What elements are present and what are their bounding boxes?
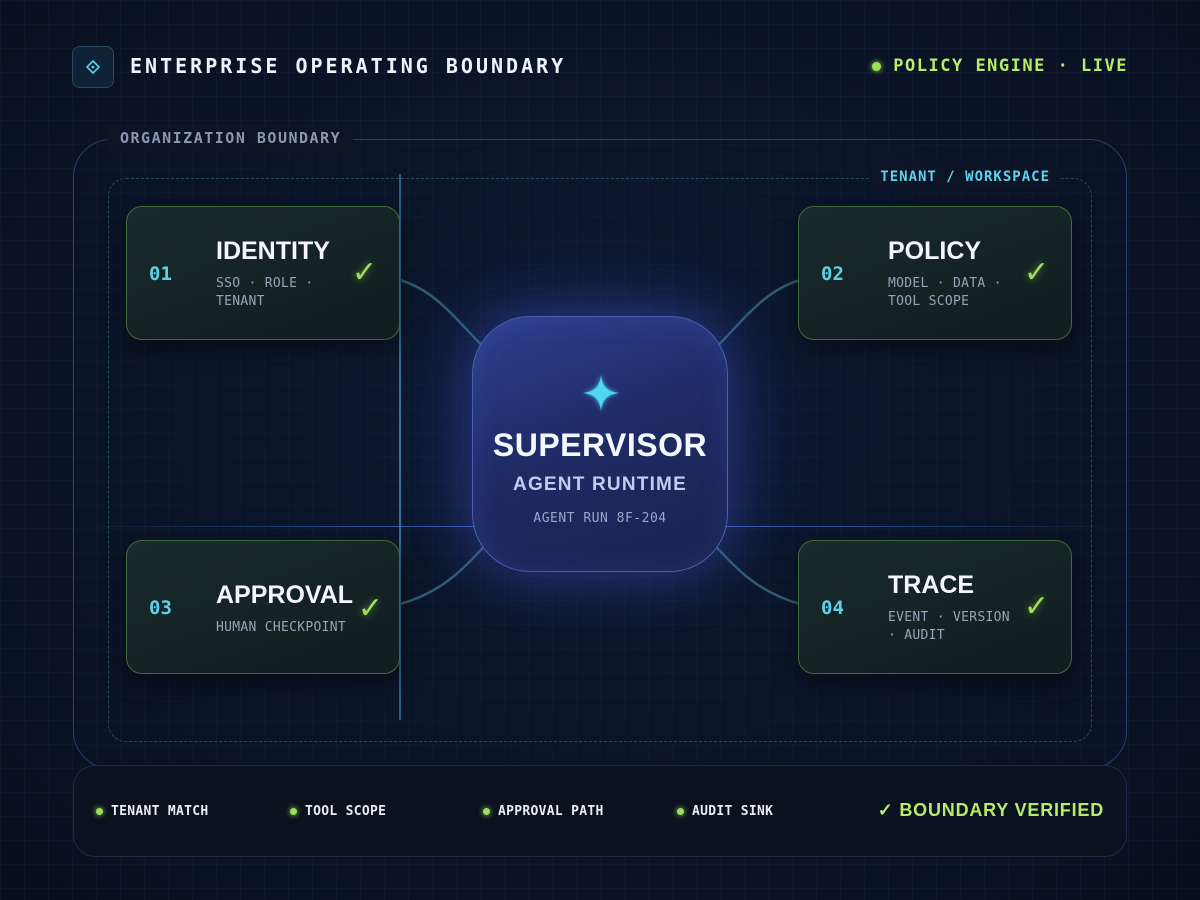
card-subtitle: SSO · ROLE · TENANT [216,276,314,309]
tenant-boundary [108,178,1092,742]
footer-item-label: TOOL SCOPE [305,804,387,819]
status-dot-icon [290,808,297,815]
sparkle-icon [583,375,619,411]
card-subtitle: HUMAN CHECKPOINT [216,620,347,635]
check-icon: ✓ [357,591,383,626]
check-icon: ✓ [351,255,377,290]
card-policy[interactable]: 02 POLICY MODEL · DATA · TOOL SCOPE ✓ [798,206,1072,340]
supervisor-title: SUPERVISOR [492,427,708,463]
check-icon: ✓ [1023,255,1049,290]
supervisor-subtitle: AGENT RUNTIME [513,474,687,495]
card-approval[interactable]: 03 APPROVAL HUMAN CHECKPOINT ✓ [126,540,400,674]
card-title: APPROVAL [216,581,354,609]
footer-status-bar: TENANT MATCH TOOL SCOPE APPROVAL PATH AU… [73,765,1127,857]
agent-run-id: AGENT RUN 8F-204 [533,511,667,526]
vertical-divider [399,174,401,720]
card-title: IDENTITY [216,237,330,265]
status-dot-icon [677,808,684,815]
tenant-boundary-label: TENANT / WORKSPACE [870,166,1060,188]
policy-engine-status-label: POLICY ENGINE · LIVE [893,56,1128,76]
status-dot-icon [483,808,490,815]
card-title: TRACE [888,571,975,599]
footer-item-approval-path: APPROVAL PATH [483,804,604,819]
footer-item-label: APPROVAL PATH [498,804,604,819]
footer-item-label: TENANT MATCH [111,804,209,819]
card-number: 02 [821,263,844,285]
footer-item-audit-sink: AUDIT SINK [677,804,773,819]
diamond-icon [85,59,101,75]
status-dot-icon [96,808,103,815]
footer-item-tool-scope: TOOL SCOPE [290,804,386,819]
card-number: 03 [149,597,172,619]
card-title: POLICY [888,237,982,265]
policy-engine-status: POLICY ENGINE · LIVE [872,56,1128,76]
card-number: 01 [149,263,172,285]
logo [72,46,114,88]
footer-item-tenant-match: TENANT MATCH [96,804,209,819]
card-subtitle: EVENT · VERSION · AUDIT [888,610,1010,643]
supervisor-node[interactable]: SUPERVISOR AGENT RUNTIME AGENT RUN 8F-20… [472,316,728,572]
organization-boundary-label: ORGANIZATION BOUNDARY [108,125,354,151]
check-icon: ✓ [1023,589,1049,624]
page-title: ENTERPRISE OPERATING BOUNDARY [130,54,567,78]
card-subtitle: MODEL · DATA · TOOL SCOPE [888,276,1002,309]
boundary-verified-status: ✓ BOUNDARY VERIFIED [877,800,1104,820]
card-trace[interactable]: 04 TRACE EVENT · VERSION · AUDIT ✓ [798,540,1072,674]
footer-item-label: AUDIT SINK [692,804,774,819]
card-identity[interactable]: 01 IDENTITY SSO · ROLE · TENANT ✓ [126,206,400,340]
status-dot-icon [872,61,882,71]
card-number: 04 [821,597,844,619]
